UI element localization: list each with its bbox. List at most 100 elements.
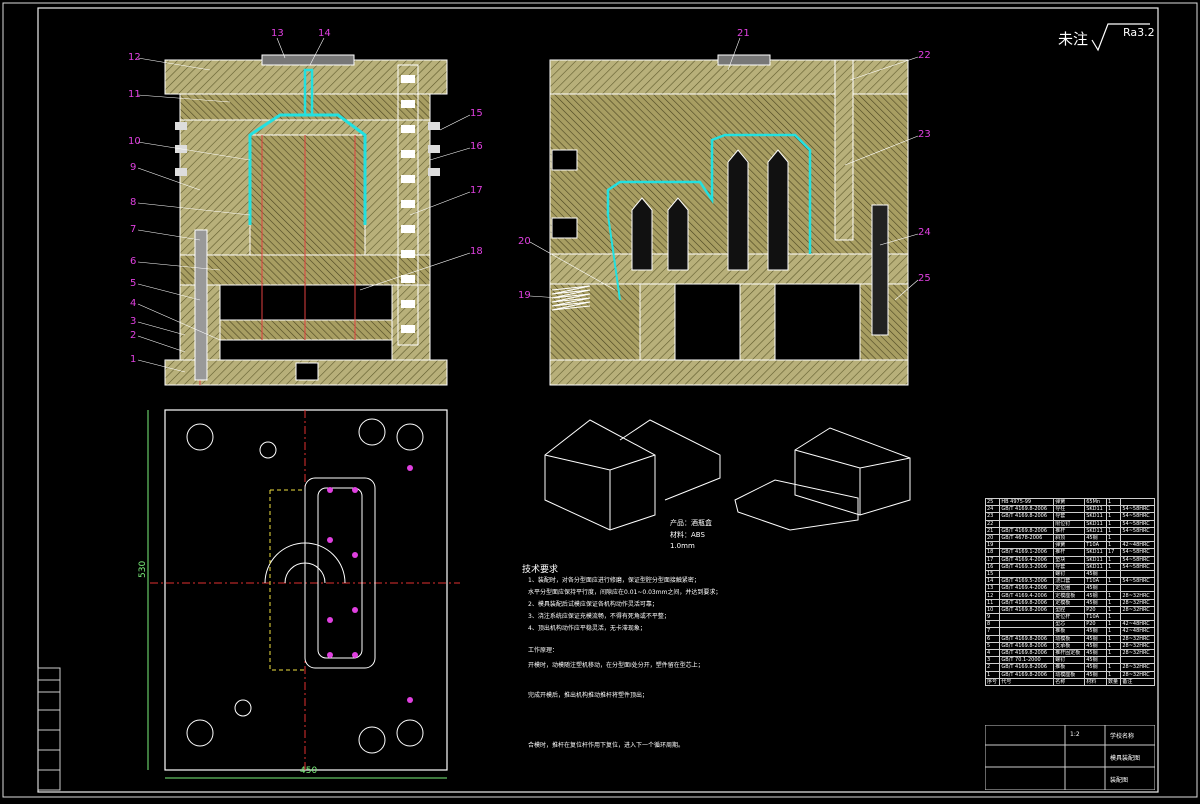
product-isometric <box>544 419 911 531</box>
bom-cell: 45钢 <box>1084 670 1107 679</box>
bom-cell: 17 <box>1105 548 1122 557</box>
roughness-symbol <box>1091 23 1150 52</box>
bom-cell <box>999 612 1055 622</box>
dimension-width: 450 <box>300 766 318 776</box>
callout-17: 17 <box>470 185 483 196</box>
bom-cell: GB/T 4169.8-2006 <box>999 605 1055 615</box>
product-caption-thickness: 1.0mm <box>670 542 695 550</box>
bom-cell: 定模座板 <box>1053 591 1086 600</box>
bom-cell: 1 <box>1105 591 1122 600</box>
dimension-height: 530 <box>138 560 148 578</box>
title-block: 1:2 学校名称 模具装配图 装配图 <box>985 725 1155 790</box>
bom-cell: 斜顶 <box>1053 533 1086 543</box>
bom-cell: 22 <box>984 519 1001 528</box>
bom-cell <box>999 541 1055 550</box>
plan-view <box>147 409 460 779</box>
callout-19: 19 <box>518 290 531 301</box>
bom-cell: GB/T 4169.8-2006 <box>999 641 1055 650</box>
bom-cell: GB/T 4169.8-2006 <box>999 648 1055 658</box>
bom-cell: SKD11 <box>1084 526 1107 535</box>
bom-cell: 18 <box>984 548 1001 557</box>
bom-cell: 1 <box>984 670 1001 679</box>
callout-13: 13 <box>271 28 284 39</box>
bom-cell: 1 <box>1105 634 1122 643</box>
bom-cell: 54~58HRC <box>1120 505 1155 514</box>
bom-cell: 45钢 <box>1084 598 1107 607</box>
bom-cell: 1 <box>1105 663 1122 672</box>
callout-22: 22 <box>918 50 931 61</box>
bom-cell: 45钢 <box>1084 591 1107 600</box>
bom-cell: 19 <box>984 541 1001 550</box>
surface-note: 未注 <box>1058 30 1089 48</box>
bom-cell: SKD11 <box>1084 562 1107 571</box>
bom-cell: 1 <box>1105 620 1122 629</box>
bom-cell: 限位钉 <box>1053 519 1086 528</box>
bom-cell: T10A <box>1084 541 1107 550</box>
requirement-line: 4、顶出机构动作应平稳灵活，无卡滞现象； <box>528 625 646 632</box>
bom-cell: 23 <box>984 512 1001 521</box>
bom-cell: 45钢 <box>1084 634 1107 643</box>
bom-cell: 弹簧 <box>1053 497 1086 507</box>
bom-cell: 1 <box>1105 562 1122 571</box>
bom-cell: SKD11 <box>1084 505 1107 514</box>
bom-cell: 数量 <box>1105 677 1122 686</box>
bom-cell: 13 <box>984 584 1001 593</box>
bom-cell: GB/T 4678-2006 <box>999 533 1055 543</box>
bom-cell: 54~58HRC <box>1120 555 1155 564</box>
bom-cell: 11 <box>984 598 1001 607</box>
bom-cell: GB/T 4169.8-2006 <box>999 505 1055 514</box>
bom-cell: 28~32HRC <box>1120 663 1155 672</box>
bom-cell: 5 <box>984 641 1001 650</box>
callout-2: 2 <box>130 330 137 341</box>
bom-cell <box>1105 656 1122 665</box>
bom-cell: 1 <box>1105 541 1122 550</box>
bom-cell: 45钢 <box>1084 569 1107 579</box>
callout-24: 24 <box>918 227 931 238</box>
bom-cell: 导柱 <box>1053 505 1086 514</box>
bom-cell: 54~58HRC <box>1120 512 1155 521</box>
bom-cell: 1 <box>1105 555 1122 564</box>
bom-cell <box>999 519 1055 528</box>
bom-cell: GB/T 70.1-2000 <box>999 656 1055 665</box>
bom-cell <box>1120 612 1155 622</box>
bom-cell: 4 <box>984 648 1001 658</box>
bom-cell: 45钢 <box>1084 584 1107 593</box>
roughness-value: Ra3.2 <box>1123 26 1155 39</box>
bom-cell: 备注 <box>1120 677 1155 686</box>
bom-cell: GB/T 4169.4-2006 <box>999 555 1055 564</box>
bom-cell: 17 <box>984 555 1001 564</box>
requirement-line: 1、装配时，对各分型面应进行修磨，保证型腔分型面接触紧密； <box>528 577 700 584</box>
callout-10: 10 <box>128 136 141 147</box>
bom-cell: GB/T 4169.5-2006 <box>999 577 1055 586</box>
bom-cell: 型芯 <box>1053 620 1086 629</box>
callout-1: 1 <box>130 354 137 365</box>
bom-cell <box>1120 497 1155 507</box>
bom-cell: 代号 <box>999 677 1055 686</box>
callout-14: 14 <box>318 28 331 39</box>
bom-cell: 28~32HRC <box>1120 598 1155 607</box>
bom-cell: 42~48HRC <box>1120 620 1155 629</box>
bom-cell: T10A <box>1084 577 1107 586</box>
callout-12: 12 <box>128 52 141 63</box>
bom-cell: 14 <box>984 577 1001 586</box>
bom-cell: GB/T 4169.1-2006 <box>999 548 1055 557</box>
bom-cell: 28~32HRC <box>1120 648 1155 658</box>
bom-cell: 推板 <box>1053 663 1086 672</box>
bom-cell: 45钢 <box>1084 656 1107 665</box>
bom-cell: 1 <box>1105 641 1122 650</box>
